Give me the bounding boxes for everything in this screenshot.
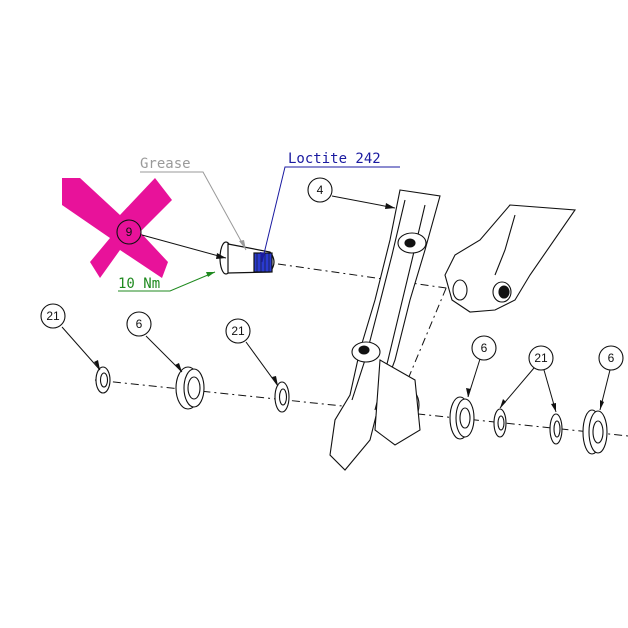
svg-text:21: 21 — [534, 351, 548, 365]
svg-text:21: 21 — [231, 324, 245, 338]
dropout-inner-edge — [494, 214, 516, 276]
rocker-top-hole — [404, 238, 416, 248]
dropout-hole-right-inner — [498, 285, 510, 299]
svg-text:6: 6 — [481, 341, 488, 355]
axis-lines — [94, 254, 628, 437]
washer-21-right-b — [549, 413, 563, 445]
svg-text:21: 21 — [46, 309, 60, 323]
torque-label: 10 Nm — [118, 276, 160, 292]
loctite-label: Loctite 242 — [288, 151, 381, 167]
leader-21c-1 — [499, 367, 535, 409]
highlight-cross-shape — [62, 178, 172, 278]
balloon-21-left: 21 — [40, 303, 66, 329]
balloon-6-left: 6 — [126, 311, 152, 337]
svg-text:9: 9 — [126, 225, 133, 239]
arrowheads — [94, 203, 604, 412]
dropout-link — [444, 204, 576, 313]
leader-21b — [245, 341, 279, 387]
balloon-6-right: 6 — [598, 345, 624, 371]
svg-text:4: 4 — [317, 183, 324, 197]
dropout-hole-left — [452, 279, 468, 301]
washer-21-left — [95, 366, 111, 394]
washer-21-middle — [274, 381, 290, 413]
leader-4 — [331, 195, 396, 209]
bearing-6-right — [582, 409, 608, 455]
balloon-9: 9 — [116, 219, 142, 245]
rocker-link-part-4 — [329, 189, 441, 471]
bearing-6-middle — [449, 396, 475, 440]
diagonal-axis-line — [394, 254, 461, 411]
grease-leader — [140, 171, 247, 251]
balloon-21-middle: 21 — [225, 318, 251, 344]
leader-21a — [61, 326, 101, 371]
balloon-6-middle: 6 — [471, 335, 497, 361]
highlight-marker — [62, 178, 172, 278]
balloon-4: 4 — [307, 177, 333, 203]
svg-text:6: 6 — [136, 317, 143, 331]
grease-label: Grease — [140, 156, 191, 172]
balloon-21-right: 21 — [528, 345, 554, 371]
rocker-lower-arm — [374, 359, 421, 446]
rocker-inner-edge — [351, 199, 406, 401]
torque-leader — [118, 271, 216, 292]
bearing-6-left — [175, 366, 205, 410]
loctite-leader — [261, 166, 400, 263]
dropout-outline — [444, 204, 576, 313]
svg-text:6: 6 — [608, 351, 615, 365]
upper-axis-line — [277, 263, 461, 291]
washer-21-right-a — [493, 408, 507, 438]
leader-9 — [141, 234, 227, 259]
rocker-mid-hole — [358, 345, 370, 355]
